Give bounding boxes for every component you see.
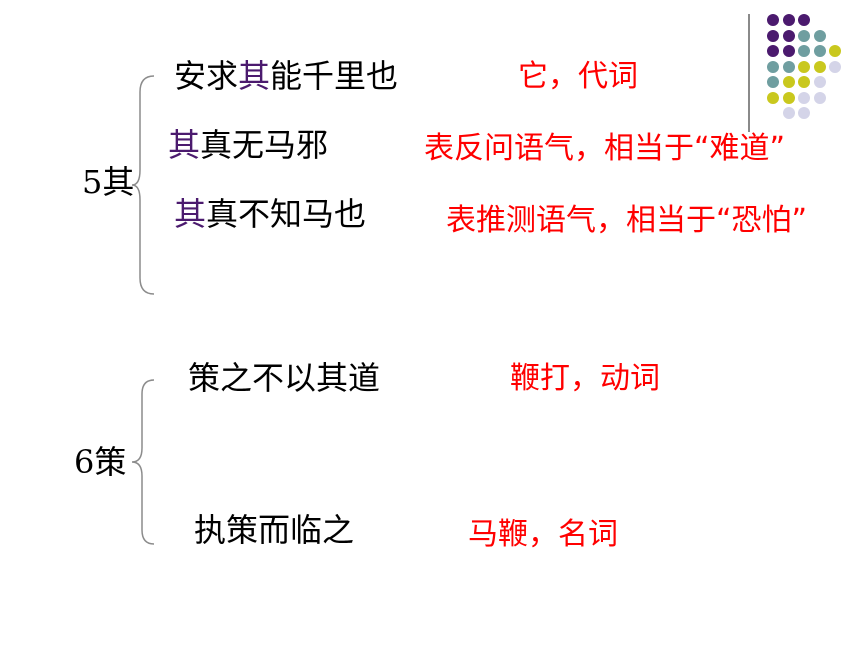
decorative-dot xyxy=(767,14,779,26)
keyword-highlight: 其 xyxy=(174,195,207,233)
decorative-dot xyxy=(798,14,810,26)
decorative-dot xyxy=(767,29,779,42)
sentence-suffix: 能千里也 xyxy=(270,57,399,95)
decorative-dot xyxy=(782,14,795,26)
example-sentence-2: 其真无马邪 xyxy=(168,129,328,161)
decorative-dot xyxy=(813,60,826,73)
sentence-prefix: 安求 xyxy=(174,57,239,95)
explanation-5: 马鞭，名词 xyxy=(468,517,618,552)
decorative-dot xyxy=(798,107,810,119)
sentence-suffix: 真不知马也 xyxy=(206,195,367,233)
decorative-dot xyxy=(813,76,826,88)
decorative-dot xyxy=(767,60,779,73)
brace-group-ce xyxy=(131,379,155,545)
decorative-dot xyxy=(829,45,841,57)
example-sentence-3: 其真不知马也 xyxy=(174,198,366,230)
decorative-dot xyxy=(782,91,795,104)
group-label-qi: 5其 xyxy=(82,163,135,201)
keyword-highlight: 其 xyxy=(168,126,201,164)
decorative-dot xyxy=(829,60,841,73)
decorative-dot xyxy=(767,91,779,104)
brace-group-qi xyxy=(131,75,155,295)
decorative-dot xyxy=(782,60,795,73)
decorative-divider-line xyxy=(748,14,750,132)
decorative-dot xyxy=(798,60,810,73)
explanation-4: 鞭打，动词 xyxy=(510,361,660,396)
sentence-suffix: 真无马邪 xyxy=(200,126,329,164)
decorative-dot xyxy=(767,76,779,88)
explanation-3: 表推测语气，相当于“恐怕” xyxy=(446,203,808,238)
group-label-ce: 6策 xyxy=(74,443,127,481)
example-sentence-1: 安求其能千里也 xyxy=(174,60,398,92)
example-sentence-4: 策之不以其道 xyxy=(188,359,381,397)
decorative-dot xyxy=(798,91,810,104)
decorative-dot xyxy=(767,45,779,57)
decorative-dot xyxy=(813,45,826,57)
explanation-2: 表反问语气，相当于“难道” xyxy=(424,131,786,166)
decorative-dot xyxy=(798,45,810,57)
decorative-dot xyxy=(782,29,795,42)
decorative-dot xyxy=(813,91,826,104)
decorative-dot xyxy=(782,45,795,57)
explanation-1: 它，代词 xyxy=(518,59,638,94)
decorative-dot xyxy=(813,29,826,42)
decorative-dot xyxy=(782,107,795,119)
keyword-highlight: 其 xyxy=(238,57,271,95)
decorative-dot xyxy=(782,76,795,88)
decorative-dot xyxy=(798,29,810,42)
decorative-dot xyxy=(798,76,810,88)
example-sentence-5: 执策而临之 xyxy=(194,511,355,549)
